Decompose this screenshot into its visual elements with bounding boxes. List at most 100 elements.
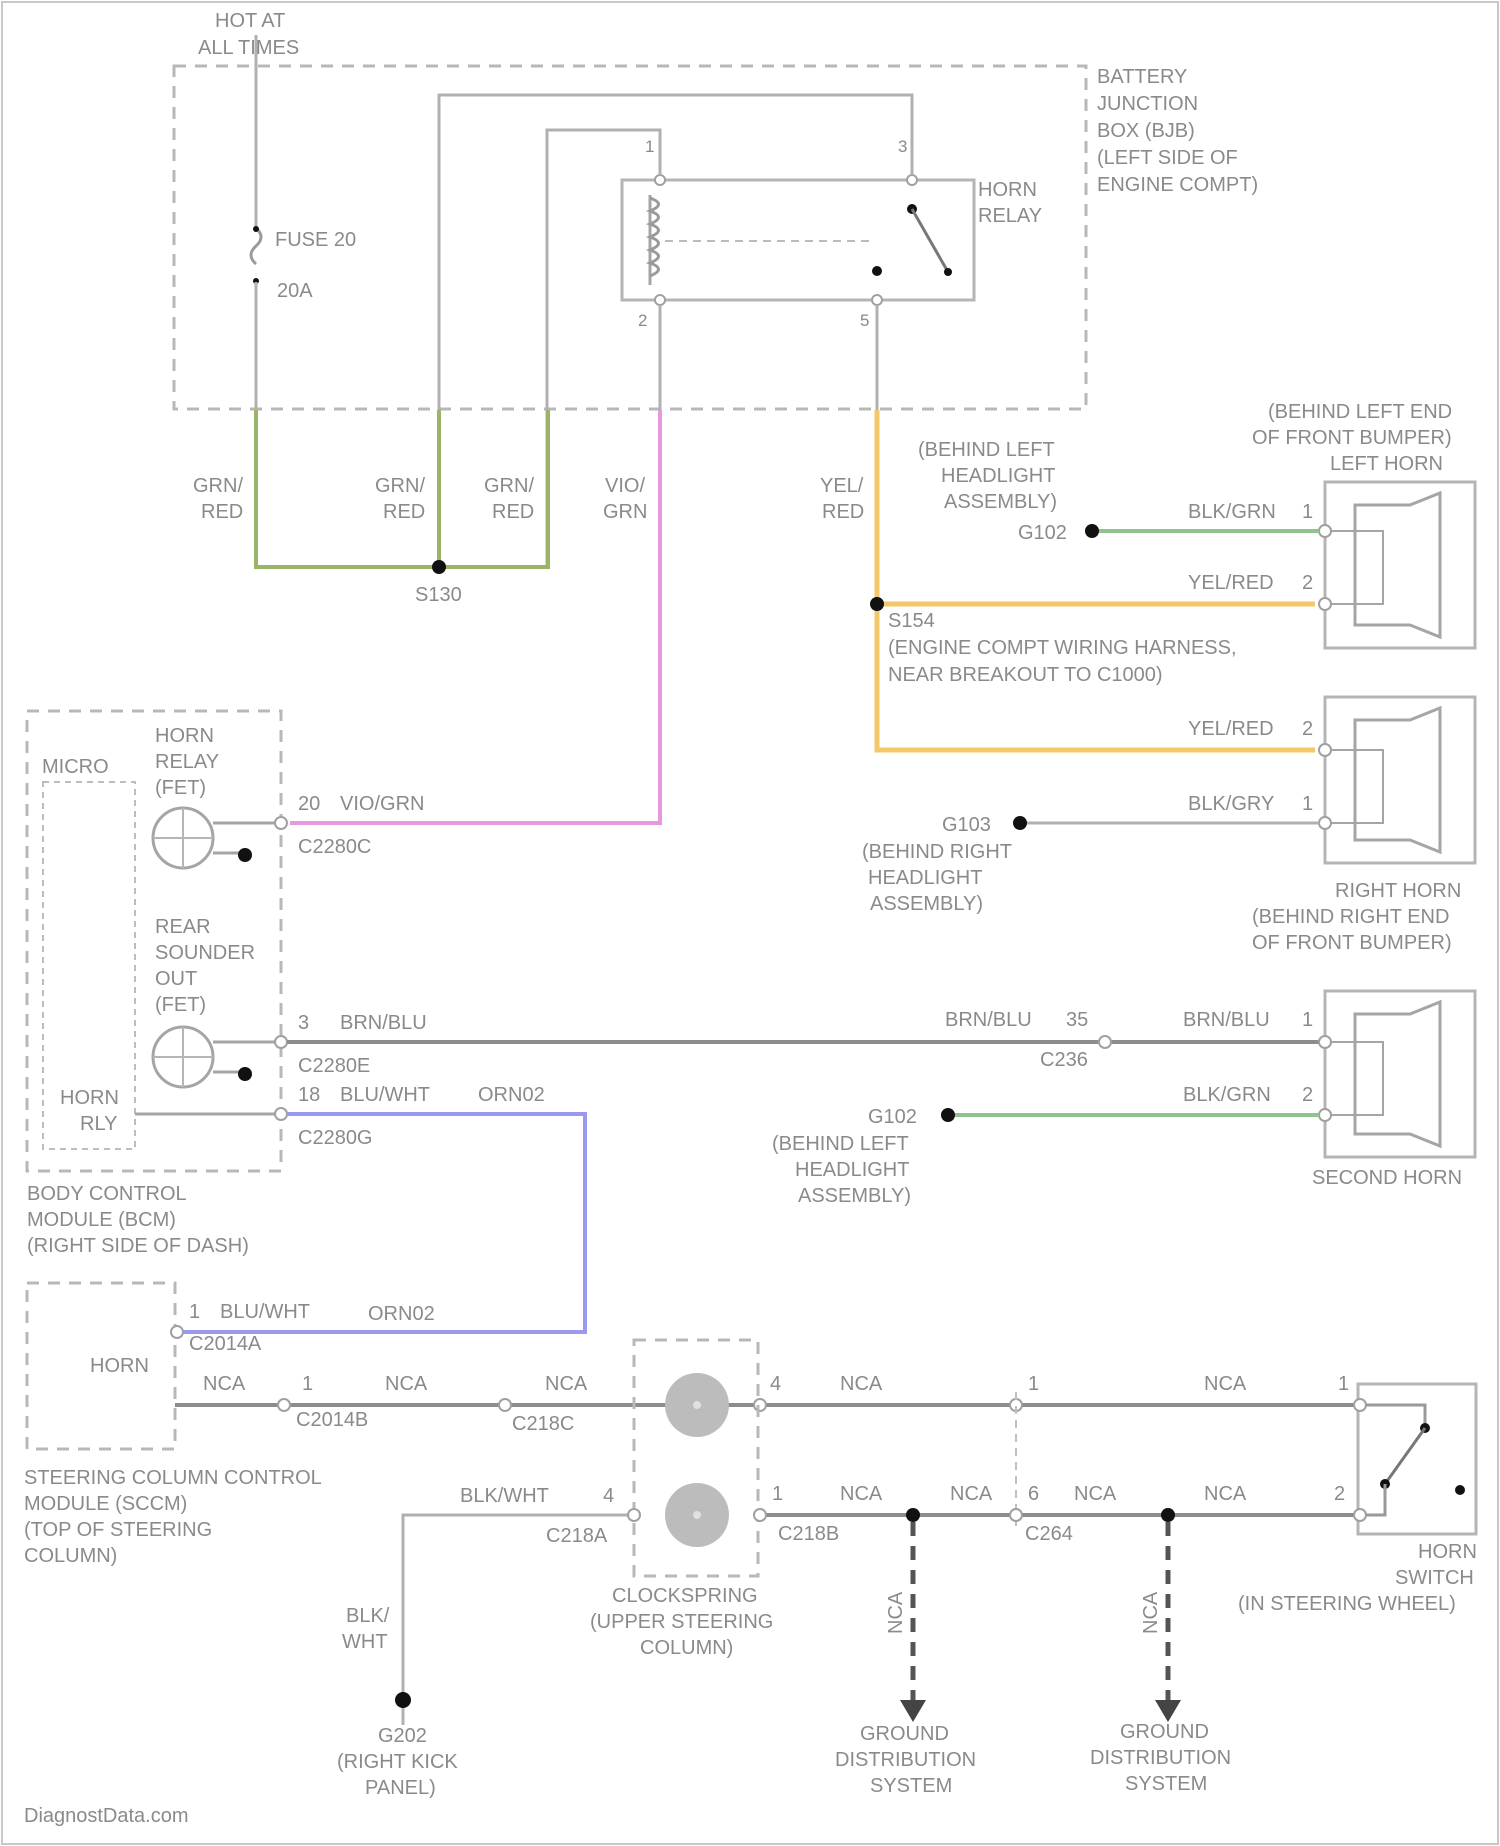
horn-switch-label-1: HORN xyxy=(1418,1541,1477,1563)
horn-rly-2: RLY xyxy=(80,1113,117,1135)
fuse-name: FUSE 20 xyxy=(275,229,356,251)
right-horn-pin-2 xyxy=(1319,744,1331,756)
g202-label-2: (RIGHT KICK xyxy=(337,1751,458,1773)
horn-switch-term-1 xyxy=(1354,1399,1366,1411)
bcm-micro-label: MICRO xyxy=(42,756,109,778)
wire-grn-red-1-a: GRN/ xyxy=(193,475,243,497)
splice-s154-desc-2: NEAR BREAKOUT TO C1000) xyxy=(888,664,1163,686)
hot-label-1: HOT AT xyxy=(215,10,285,32)
relay-pin-1 xyxy=(655,175,665,185)
conn-c236-label: C236 xyxy=(1040,1049,1088,1071)
fuse-terminal-top xyxy=(253,226,259,232)
splice-s154-label: S154 xyxy=(888,610,935,632)
ground-g202 xyxy=(395,1692,411,1708)
hot-label-2: ALL TIMES xyxy=(198,37,299,59)
g202-label-3: PANEL) xyxy=(365,1777,436,1799)
nca-1: NCA xyxy=(203,1373,246,1395)
right-horn-gloc-2: HEADLIGHT xyxy=(868,867,982,889)
clockspring-label-2: (UPPER STEERING xyxy=(590,1611,773,1633)
conn-c218b xyxy=(754,1509,766,1521)
horn-switch-label-3: (IN STEERING WHEEL) xyxy=(1238,1593,1456,1615)
horn-switch-label-2: SWITCH xyxy=(1395,1567,1474,1589)
sccm-wire-blu-wht: BLU/WHT xyxy=(220,1301,310,1323)
left-horn-loc-1: (BEHIND LEFT END xyxy=(1268,401,1452,423)
left-horn: (BEHIND LEFT END OF FRONT BUMPER) LEFT H… xyxy=(918,401,1475,648)
pin-4-c218a: 4 xyxy=(603,1485,614,1507)
right-horn-symbol xyxy=(1355,708,1440,852)
splice-s130 xyxy=(432,560,446,574)
watermark: DiagnostData.com xyxy=(24,1805,189,1827)
mid-wire-brn-blu: BRN/BLU xyxy=(945,1009,1032,1031)
right-horn-label-1: RIGHT HORN xyxy=(1335,880,1461,902)
rear-sounder-2: SOUNDER xyxy=(155,942,255,964)
relay-pin-3 xyxy=(907,175,917,185)
right-horn-pin-2-label: 2 xyxy=(1302,718,1313,740)
sccm-label-1: STEERING COLUMN CONTROL xyxy=(24,1467,322,1489)
horn-switch-pin-1: 1 xyxy=(1338,1373,1349,1395)
relay-contact-no xyxy=(872,266,882,276)
ground-g103 xyxy=(1013,816,1027,830)
bcm-label-2: MODULE (BCM) xyxy=(27,1209,176,1231)
second-horn-gloc-3: ASSEMBLY) xyxy=(798,1185,911,1207)
battery-junction-box: HOT AT ALL TIMES BATTERY JUNCTION BOX (B… xyxy=(174,10,1258,565)
bcm-conn-c2280e: C2280E xyxy=(298,1055,370,1077)
nca-3: NCA xyxy=(545,1373,588,1395)
ground-dist-arrow-2 xyxy=(1155,1700,1181,1722)
conn-c218c xyxy=(499,1399,511,1411)
wire-grn-red-3-b: RED xyxy=(492,501,534,523)
bcm-pin-3 xyxy=(275,1036,287,1048)
left-horn-pin-2-label: 2 xyxy=(1302,572,1313,594)
grn-red-feeds: S130 GRN/ RED GRN/ RED GRN/ RED xyxy=(193,410,548,606)
left-horn-gloc-3: ASSEMBLY) xyxy=(944,491,1057,513)
conn-c2014b xyxy=(278,1399,290,1411)
horn-rly-1: HORN xyxy=(60,1087,119,1109)
ground-g102-second-horn xyxy=(941,1108,955,1122)
left-horn-pin-1 xyxy=(1319,525,1331,537)
bjb-label-2: JUNCTION xyxy=(1097,93,1198,115)
right-horn-label-2: (BEHIND RIGHT END xyxy=(1252,906,1449,928)
relay-pin-2 xyxy=(655,295,665,305)
nca-r1: NCA xyxy=(840,1373,883,1395)
second-horn-symbol xyxy=(1355,1002,1440,1146)
right-horn-pin-1-label: 1 xyxy=(1302,793,1313,815)
gds-1-line-3: SYSTEM xyxy=(870,1775,952,1797)
clockspring-label-3: COLUMN) xyxy=(640,1637,733,1659)
bcm-label-3: (RIGHT SIDE OF DASH) xyxy=(27,1235,249,1257)
right-horn: G103 (BEHIND RIGHT HEADLIGHT ASSEMBLY) Y… xyxy=(862,697,1475,954)
bcm-wire-brn-blu: BRN/BLU xyxy=(340,1012,427,1034)
body-control-module: MICRO HORN RELAY (FET) 20 VIO/GRN C2280C… xyxy=(27,711,545,1257)
g202-wire-2: WHT xyxy=(342,1631,388,1653)
steering-column-control-module: 1 BLU/WHT ORN02 C2014A HORN STEERING COL… xyxy=(24,1283,435,1567)
sccm-pin-1 xyxy=(171,1326,183,1338)
pin-c2014b: 1 xyxy=(302,1373,313,1395)
bcm-label-1: BODY CONTROL xyxy=(27,1183,187,1205)
rear-sounder-3: OUT xyxy=(155,968,197,990)
gds-2-line-2: DISTRIBUTION xyxy=(1090,1747,1231,1769)
nca-2: NCA xyxy=(385,1373,428,1395)
wire-vio-grn-a: VIO/ xyxy=(605,475,645,497)
rear-sounder-4: (FET) xyxy=(155,994,206,1016)
bcm-wire-blu-wht: BLU/WHT xyxy=(340,1084,430,1106)
conn-c218a xyxy=(628,1509,640,1521)
second-horn-pin-2: 2 xyxy=(1302,1084,1313,1106)
pin-6-c264: 6 xyxy=(1028,1483,1039,1505)
relay-pin-2-label: 2 xyxy=(638,311,647,330)
horn-switch: HORN SWITCH (IN STEERING WHEEL) xyxy=(1238,1384,1477,1615)
left-horn-symbol xyxy=(1355,493,1440,637)
splice-ground-2 xyxy=(1161,1508,1175,1522)
clockspring-label-1: CLOCKSPRING xyxy=(612,1585,758,1607)
bjb-label-4: (LEFT SIDE OF xyxy=(1097,147,1238,169)
splice-s154 xyxy=(870,597,884,611)
wire-vio-grn-b: GRN xyxy=(603,501,647,523)
conn-c236 xyxy=(1099,1036,1111,1048)
left-horn-box xyxy=(1325,482,1475,648)
second-horn-wire-2: BLK/GRN xyxy=(1183,1084,1271,1106)
bjb-label-3: BOX (BJB) xyxy=(1097,120,1195,142)
splice-ground-1 xyxy=(906,1508,920,1522)
sccm-label-4: COLUMN) xyxy=(24,1545,117,1567)
right-horn-pin-1 xyxy=(1319,817,1331,829)
wire-grn-red-3-a: GRN/ xyxy=(484,475,534,497)
left-horn-loc-2: OF FRONT BUMPER) xyxy=(1252,427,1452,449)
fuse-symbol xyxy=(251,228,261,264)
bcm-wire-vio-grn: VIO/GRN xyxy=(340,793,424,815)
